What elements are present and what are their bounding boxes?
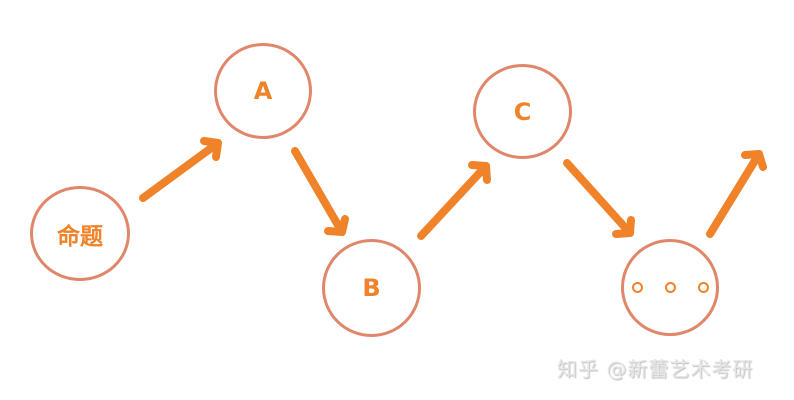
ellipsis-icon [631, 282, 709, 293]
watermark: 知乎 @新蕾艺术考研 [557, 357, 754, 381]
node-a-label: A [253, 77, 273, 105]
node-more [621, 239, 719, 336]
node-c-label: C [513, 97, 532, 126]
node-premise-label: 命题 [57, 223, 103, 250]
arrow-c-to-more [563, 159, 635, 238]
node-a: A [214, 43, 312, 139]
arrow-a-to-b [291, 147, 349, 236]
arrow-b-to-c [417, 161, 491, 240]
node-premise: 命题 [30, 186, 130, 281]
node-c: C [473, 64, 572, 159]
node-b: B [322, 239, 421, 337]
arrow-premise-to-a [139, 137, 222, 202]
arrow-more-onward [706, 150, 767, 238]
node-b-label: B [362, 274, 381, 302]
